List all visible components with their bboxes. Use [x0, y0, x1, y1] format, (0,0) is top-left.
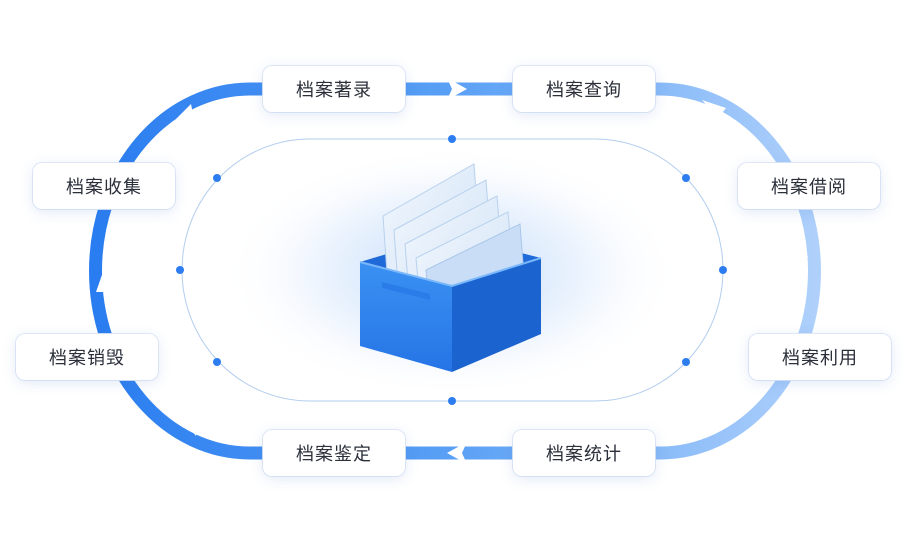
orbit-dot: [682, 358, 690, 366]
stage-label: 档案查询: [546, 80, 622, 101]
stage-node-liyong[interactable]: 档案利用: [749, 334, 891, 380]
stage-node-shouji[interactable]: 档案收集: [33, 163, 175, 209]
orbit-dot: [682, 174, 690, 182]
stage-label: 档案收集: [66, 177, 142, 198]
orbit-dot: [213, 174, 221, 182]
stage-label: 档案鉴定: [296, 444, 372, 465]
orbit-dot: [448, 135, 456, 143]
stage-label: 档案著录: [296, 80, 372, 101]
archive-box-icon: [359, 163, 542, 372]
stage-label: 档案借阅: [771, 177, 847, 198]
stage-node-xiaohui[interactable]: 档案销毁: [16, 334, 158, 380]
stage-node-chaxun[interactable]: 档案查询: [513, 66, 655, 112]
stage-node-tongji[interactable]: 档案统计: [513, 430, 655, 476]
stage-label: 档案利用: [782, 348, 858, 369]
stage-node-jieyue[interactable]: 档案借阅: [738, 163, 880, 209]
stage-label: 档案销毁: [49, 348, 125, 369]
inner-orbit: [181, 138, 724, 402]
arrow-icon: [96, 78, 808, 464]
stage-node-zhulu[interactable]: 档案著录: [263, 66, 405, 112]
orbit-dot: [213, 358, 221, 366]
orbit-dot: [448, 397, 456, 405]
stage-node-jianding[interactable]: 档案鉴定: [263, 430, 405, 476]
orbit-dot: [176, 266, 184, 274]
orbit-dot: [719, 266, 727, 274]
stage-label: 档案统计: [546, 444, 622, 465]
